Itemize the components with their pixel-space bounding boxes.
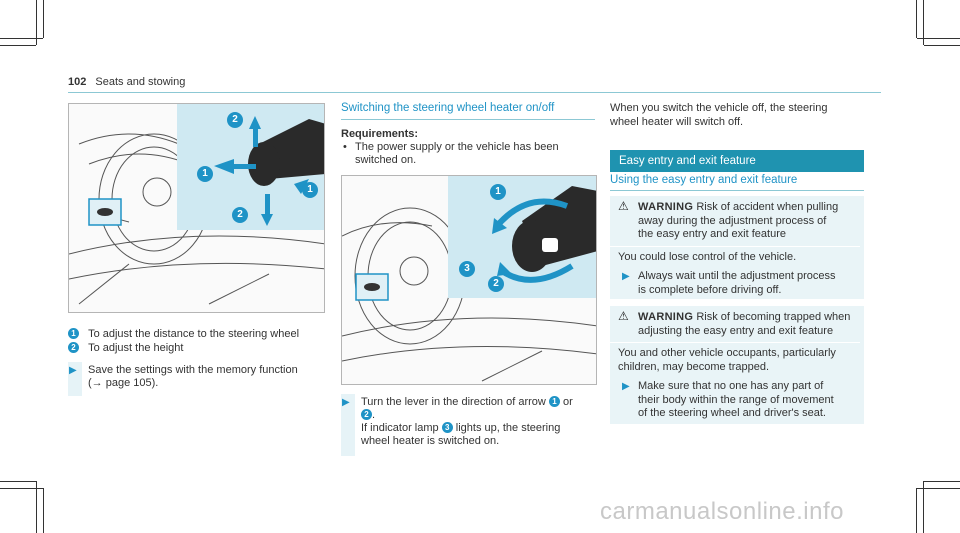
legend-text: To adjust the height <box>88 342 184 354</box>
section-heading: Switching the steering wheel heater on/o… <box>341 102 555 114</box>
steering-adjust-illustration: 2 1 1 2 <box>68 103 325 313</box>
page-number: 102 <box>68 76 87 88</box>
step-arrow-icon: ▶ <box>622 271 630 282</box>
warning-label: WARNING <box>638 201 694 213</box>
crop-mark <box>0 481 36 482</box>
requirements-title: Requirements: <box>341 128 419 140</box>
step-arrow-icon: ▶ <box>69 365 77 376</box>
section-title-bar: Easy entry and exit feature <box>610 150 864 172</box>
steering-column-drawing <box>69 104 324 305</box>
subsection-heading: Using the easy entry and exit feature <box>610 174 798 186</box>
callout-badge: 2 <box>361 409 372 420</box>
crop-mark <box>917 488 960 489</box>
warning-label: WARNING <box>638 311 694 323</box>
step-text: Save the settings with the memory functi… <box>88 364 298 376</box>
callout-badge: 3 <box>441 422 453 433</box>
callout-badge: 2 <box>68 342 79 353</box>
crop-mark <box>36 0 37 45</box>
page-header: 102 Seats and stowing <box>68 76 185 88</box>
heater-off-text: When you switch the vehicle off, the ste… <box>610 102 828 128</box>
callout-2: 2 <box>227 112 243 128</box>
crop-mark <box>0 488 43 489</box>
heater-lever-drawing <box>342 176 596 382</box>
instruction-step: ▶ Save the settings with the memory func… <box>68 364 328 390</box>
warning-content: ⚠ WARNING Risk of becoming trapped when … <box>610 309 860 421</box>
crop-mark <box>923 0 924 45</box>
step-margin-bar <box>68 362 82 396</box>
legend-item: 2 To adjust the height <box>68 342 328 355</box>
steering-heater-illustration: 1 3 2 <box>341 175 597 385</box>
requirements-text: • The power supply or the vehicle has be… <box>343 141 559 166</box>
section-title: Seats and stowing <box>95 76 186 88</box>
crop-mark <box>0 38 43 39</box>
crop-mark <box>923 481 924 533</box>
callout-badge: 1 <box>548 396 560 407</box>
warning-icon: ⚠ <box>618 309 629 323</box>
step-arrow-icon: ▶ <box>342 397 350 408</box>
watermark: carmanualsonline.info <box>600 498 844 525</box>
crop-mark <box>43 488 44 533</box>
crop-mark <box>43 0 44 38</box>
callout-3: 3 <box>459 261 475 277</box>
header-rule <box>68 92 881 93</box>
callout-1: 1 <box>197 166 213 182</box>
callout-1: 1 <box>490 184 506 200</box>
callout-2: 2 <box>488 276 504 292</box>
warning-box <box>610 196 864 299</box>
crop-mark <box>924 481 960 482</box>
subheading-rule <box>610 190 864 191</box>
crop-mark <box>916 488 917 533</box>
legend-item: 1 To adjust the distance to the steering… <box>68 328 328 341</box>
callout-1: 1 <box>302 182 318 198</box>
callout-2: 2 <box>232 207 248 223</box>
instruction-step: ▶ Turn the lever in the direction of arr… <box>342 396 573 447</box>
crop-mark <box>916 0 917 38</box>
crop-mark <box>36 481 37 533</box>
crop-mark <box>0 45 36 46</box>
warning-content: ⚠ WARNING Risk of accident when pulling … <box>610 199 860 297</box>
callout-badge: 1 <box>68 328 79 339</box>
step-margin-bar <box>341 394 355 456</box>
warning-box <box>610 306 864 424</box>
warning-icon: ⚠ <box>618 199 629 213</box>
crop-mark <box>917 38 960 39</box>
crop-mark <box>924 45 960 46</box>
heading-rule <box>341 119 595 120</box>
legend-text: To adjust the distance to the steering w… <box>88 328 300 340</box>
step-arrow-icon: ▶ <box>622 381 630 392</box>
step-page-ref[interactable]: (→ page 105). <box>88 377 159 389</box>
